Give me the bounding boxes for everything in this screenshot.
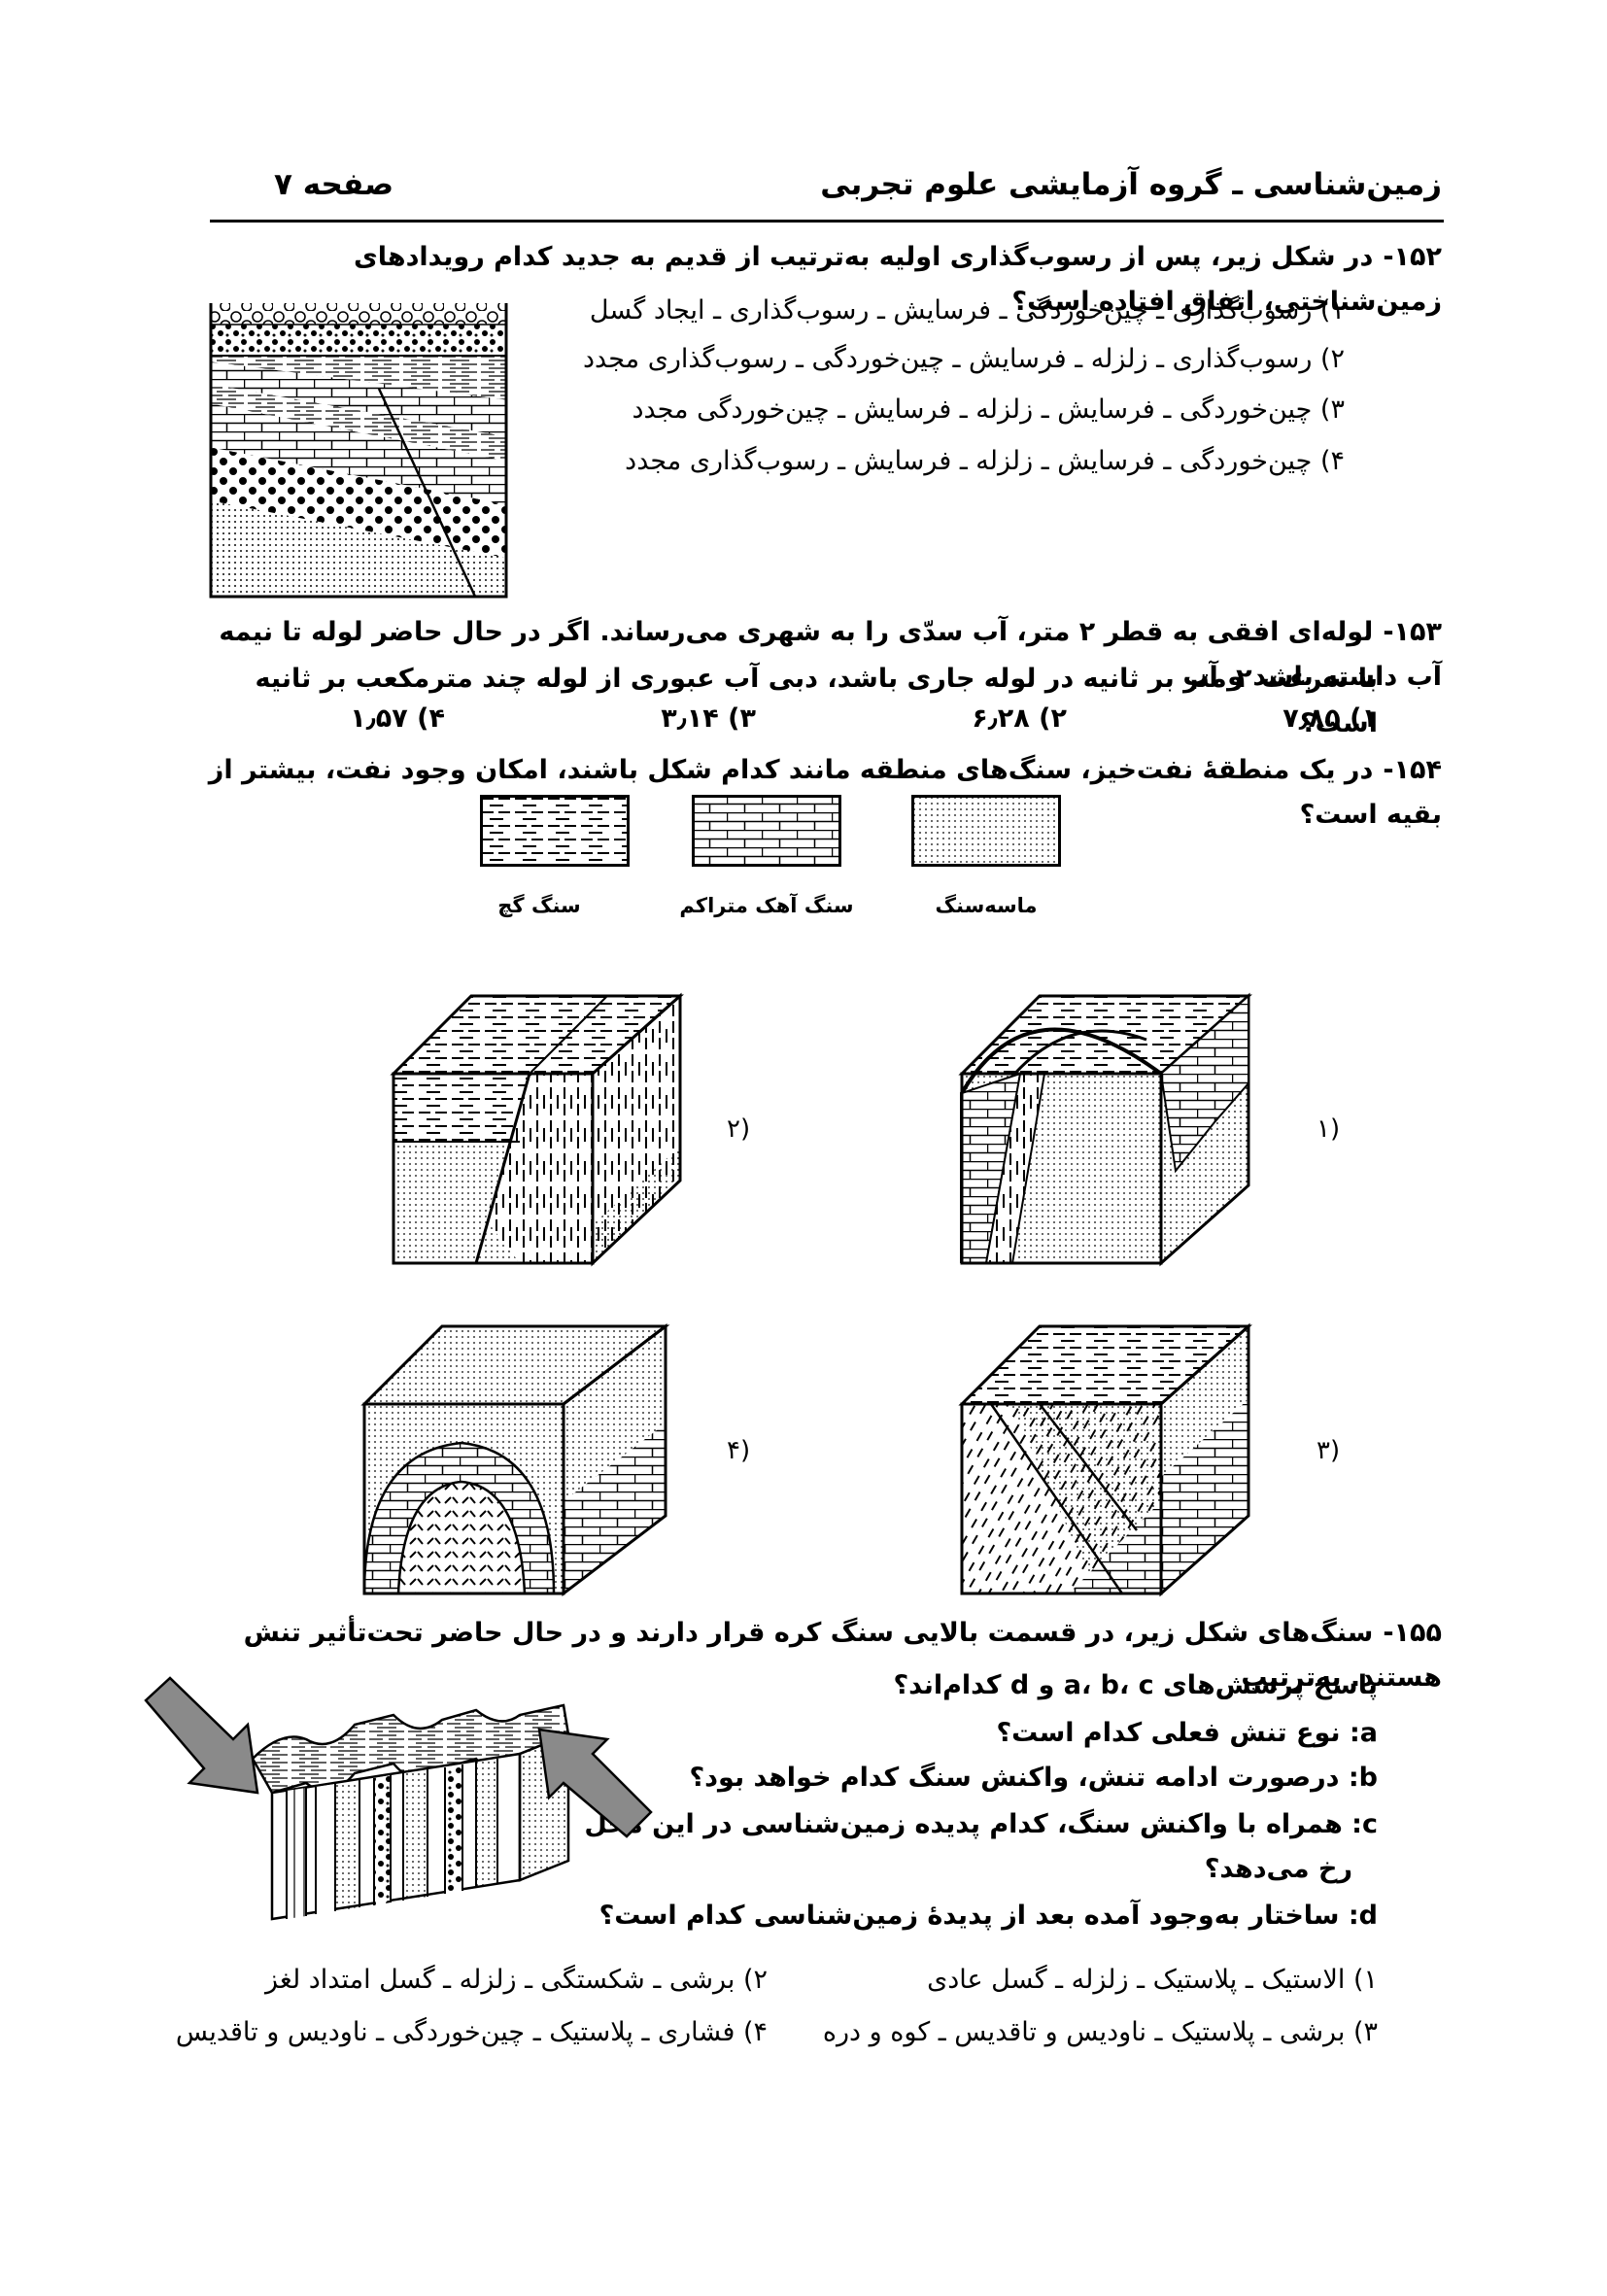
question-number: ۱۵۵- [1383, 1618, 1442, 1648]
legend-gypsum-label: سنگ گچ [497, 894, 581, 917]
question-154: ۱۵۴-در یک منطقهٔ نفت‌خیز، سنگ‌های منطقه … [188, 748, 1442, 838]
question-153: ۱۵۳-لوله‌ای افقی به قطر ۲ متر، آب سدّی ر… [188, 610, 1442, 700]
legend-limestone-swatch [692, 795, 841, 867]
q153-option-4[interactable]: ۴) ۱٫۵۷ [350, 703, 445, 734]
q152-option-1[interactable]: ۱) رسوب‌گذاری ـ چین‌خوردگی ـ فرسایش ـ رس… [589, 295, 1345, 326]
block-diagram-3 [958, 1322, 1252, 1597]
q155-option-2[interactable]: ۲) برشی ـ شکستگی ـ زلزله ـ گسل امتداد لغ… [265, 1965, 768, 1995]
q155-option-3[interactable]: ۳) برشی ـ پلاستیک ـ ناودیس و تاقدیس ـ کو… [822, 2017, 1378, 2047]
question-text-line1: سنگ‌های شکل زیر، در قسمت بالایی سنگ کره … [243, 1618, 1442, 1693]
q155-option-1[interactable]: ۱) الاستیک ـ پلاستیک ـ زلزله ـ گسل عادی [927, 1965, 1378, 1995]
block-diagram-4 [360, 1322, 670, 1597]
question-text: در شکل زیر، پس از رسوب‌گذاری اولیه به‌تر… [353, 242, 1442, 317]
question-text: در یک منطقهٔ نفت‌خیز، سنگ‌های منطقه مانن… [208, 755, 1442, 830]
question-text-line1: لوله‌ای افقی به قطر ۲ متر، آب سدّی را به… [219, 617, 1442, 692]
figure-label-2: ۲) [727, 1114, 751, 1144]
q155-item-b: b: درصورت ادامه تنش، واکنش سنگ کدام خواه… [689, 1763, 1379, 1793]
q152-strata-figure [209, 303, 508, 599]
figure-label-4: ۴) [727, 1436, 751, 1465]
block-diagram-1 [958, 992, 1252, 1267]
block-diagram-2 [390, 992, 684, 1267]
question-155-line2: پاسخ پرسش‌های a، b، c و d کدام‌اند؟ [893, 1670, 1378, 1700]
legend-gypsum-swatch [480, 795, 630, 867]
question-155: ۱۵۵-سنگ‌های شکل زیر، در قسمت بالایی سنگ … [188, 1611, 1442, 1700]
q155-item-c: c: همراه با واکنش سنگ، کدام پدیده زمین‌ش… [584, 1809, 1378, 1839]
q152-option-3[interactable]: ۳) چین‌خوردگی ـ فرسایش ـ زلزله ـ فرسایش … [632, 394, 1345, 425]
legend-sandstone-label: ماسه‌سنگ [935, 894, 1038, 917]
figure-label-1: ۱) [1316, 1114, 1341, 1144]
header-page-number: صفحه ۷ [274, 167, 394, 202]
q153-option-2[interactable]: ۲) ۶٫۲۸ [972, 703, 1067, 734]
q155-option-4[interactable]: ۴) فشاری ـ پلاستیک ـ چین‌خوردگی ـ ناودیس… [175, 2017, 768, 2047]
header-rule [210, 220, 1444, 223]
q155-stress-figure [144, 1676, 653, 1921]
q155-item-d: d: ساختار به‌وجود آمده بعد از پدیدهٔ زمی… [598, 1901, 1378, 1931]
q153-option-1[interactable]: ۱) ۷٫۸۵ [1282, 703, 1378, 734]
q155-item-c-continued: رخ می‌دهد؟ [1204, 1854, 1352, 1884]
question-number: ۱۵۲- [1383, 242, 1442, 272]
question-153-line2: با سرعت ۲ متر بر ثانیه در لوله جاری باشد… [255, 664, 1378, 738]
legend-sandstone-swatch [911, 795, 1061, 867]
question-152: ۱۵۲-در شکل زیر، پس از رسوب‌گذاری اولیه ب… [188, 235, 1442, 325]
q152-option-2[interactable]: ۲) رسوب‌گذاری ـ زلزله ـ فرسایش ـ چین‌خور… [583, 344, 1345, 374]
legend-limestone-label: سنگ آهک متراکم [679, 894, 854, 917]
q152-option-4[interactable]: ۴) چین‌خوردگی ـ فرسایش ـ زلزله ـ فرسایش … [625, 446, 1345, 476]
question-number: ۱۵۳- [1383, 617, 1442, 647]
q153-option-3[interactable]: ۳) ۳٫۱۴ [661, 703, 756, 734]
q155-item-a: a: نوع تنش فعلی کدام است؟ [996, 1718, 1378, 1748]
question-number: ۱۵۴- [1383, 755, 1442, 785]
figure-label-3: ۳) [1316, 1436, 1341, 1465]
header-title: زمین‌شناسی ـ گروه آزمایشی علوم تجربی [820, 167, 1442, 202]
